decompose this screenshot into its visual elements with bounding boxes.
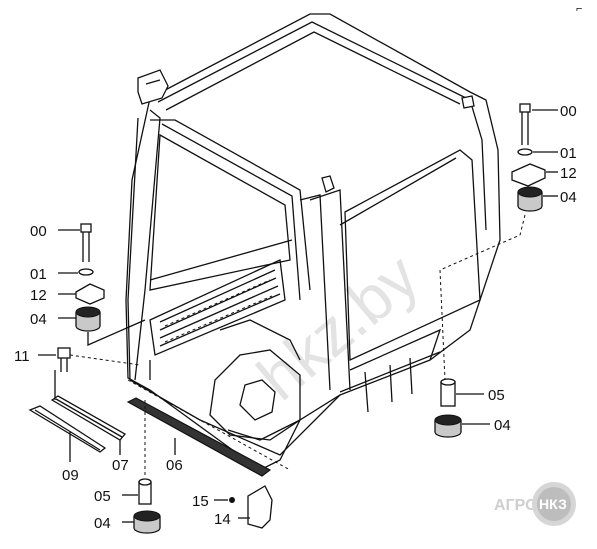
rubber-mount-icon [517,186,543,212]
spacer-icon [440,378,456,407]
label-tr-01: 01 [560,145,577,162]
vent-grill [149,259,286,356]
washer-icon [78,268,94,276]
label-b-05: 05 [94,488,111,505]
label-b-04: 04 [94,515,111,532]
label-b-06: 06 [166,457,183,474]
label-l-00: 00 [30,223,47,240]
bolt-icon [80,223,92,262]
label-r-05: 05 [488,387,505,404]
bolt-11-icon [38,347,141,372]
label-tr-12: 12 [560,165,577,182]
bolt-icon [519,103,531,145]
left-mount-assembly [58,223,146,346]
label-b-14: 14 [214,511,231,528]
logo-left-text: АГРО [494,497,538,514]
label-r-04: 04 [494,417,511,434]
watermark-text: hkz.by [244,240,432,414]
right-mount-assembly [439,103,558,381]
weather-strip-06 [126,397,272,477]
rubber-mount-icon [133,510,161,534]
strip-07 [50,370,126,455]
bracket-icon [75,283,105,305]
label-l-04: 04 [30,311,47,328]
label-b-09: 09 [62,467,79,484]
washer-icon [517,148,533,156]
label-tr-00: 00 [560,103,577,120]
corner-mark: ⌐ [576,3,582,15]
screw-15 [214,497,235,503]
strip-09 [28,405,107,462]
label-l-11: 11 [14,348,30,365]
label-l-12: 12 [30,287,47,304]
floor-edge [127,379,291,471]
bottom-left-mount [122,400,161,534]
rubber-mount-icon [434,414,462,438]
cover-plate-14 [238,485,273,529]
agro-nkz-logo: АГРО НКЗ [494,482,576,526]
label-b-15: 15 [192,493,209,510]
spacer-icon [138,478,152,505]
bracket-icon [511,163,546,187]
label-tr-04: 04 [560,189,577,206]
label-b-07: 07 [112,457,129,474]
rubber-mount-icon [75,306,101,332]
logo-circle-text: НКЗ [539,496,567,512]
cab-body [125,13,501,471]
bottom-right-mount [434,378,490,438]
label-l-01: 01 [30,266,47,283]
